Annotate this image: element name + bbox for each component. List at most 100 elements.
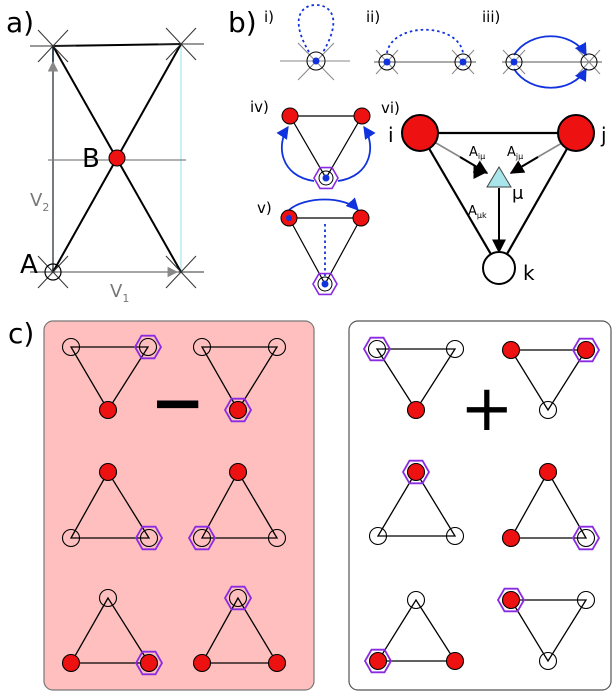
hexagon-marker bbox=[134, 525, 164, 551]
triangle-diagram bbox=[61, 588, 164, 676]
empty-site bbox=[538, 400, 558, 420]
site-a-circle bbox=[44, 263, 62, 281]
empty-site bbox=[61, 337, 81, 357]
minus-operator: − bbox=[150, 364, 205, 441]
label-iv: iv) bbox=[250, 98, 269, 116]
hexagon-marker bbox=[571, 337, 601, 363]
empty-site bbox=[267, 528, 287, 548]
hexagon-marker bbox=[187, 525, 217, 551]
empty-site bbox=[445, 339, 465, 359]
filled-site bbox=[538, 462, 558, 482]
hexagon-marker bbox=[223, 585, 253, 611]
label-vi: vi) bbox=[381, 99, 400, 117]
empty-site bbox=[192, 528, 212, 548]
hexagon-marker bbox=[313, 166, 339, 190]
triangle-bonds bbox=[376, 598, 457, 662]
label-a-j-mu: Ajμ bbox=[507, 145, 523, 161]
filled-site bbox=[406, 462, 426, 482]
triangle-bonds bbox=[509, 349, 588, 412]
subpanel-i: i) bbox=[264, 4, 350, 81]
label-node-i: i bbox=[388, 123, 394, 147]
hexagon-marker bbox=[362, 336, 392, 362]
subpanel-v: v) bbox=[257, 197, 370, 296]
site-b-node bbox=[108, 149, 126, 167]
filled-site bbox=[192, 653, 212, 673]
mu-triangle-node bbox=[486, 166, 512, 188]
panel-c: c) − + bbox=[8, 317, 612, 691]
triangle-diagrams bbox=[61, 334, 601, 676]
label-ii: ii) bbox=[366, 8, 380, 26]
triangle-diagram bbox=[362, 336, 465, 420]
empty-site bbox=[98, 588, 118, 608]
filled-site bbox=[139, 653, 159, 673]
hexagon-marker bbox=[496, 587, 526, 613]
triangle-bonds bbox=[69, 346, 150, 412]
empty-site bbox=[61, 528, 81, 548]
empty-site bbox=[138, 337, 158, 357]
hexagon-marker bbox=[134, 650, 164, 676]
triangle-diagram bbox=[61, 462, 164, 551]
triangle-bonds bbox=[69, 470, 151, 539]
filled-site bbox=[501, 590, 521, 610]
label-iii: iii) bbox=[482, 8, 500, 26]
triangle-bonds bbox=[200, 470, 279, 539]
label-i: i) bbox=[264, 8, 274, 26]
hexagon-marker bbox=[312, 272, 338, 296]
triangle-diagram bbox=[496, 587, 596, 671]
empty-site bbox=[367, 339, 387, 359]
empty-site bbox=[445, 526, 465, 546]
label-a-i-mu: Aiμ bbox=[469, 145, 485, 161]
triangle-bonds bbox=[375, 348, 457, 412]
dotted-arc bbox=[386, 28, 464, 54]
filled-site bbox=[406, 400, 426, 420]
triangle-bonds bbox=[200, 346, 279, 412]
triangle-bonds bbox=[509, 470, 588, 539]
triangle-bonds bbox=[376, 470, 457, 537]
panel-label-b: b) bbox=[228, 6, 257, 39]
empty-site bbox=[576, 528, 596, 548]
label-b: B bbox=[82, 144, 100, 174]
triangle-diagram bbox=[501, 337, 601, 420]
hexagon-marker bbox=[363, 648, 393, 674]
dotted-loop bbox=[297, 4, 335, 53]
empty-site bbox=[576, 590, 596, 610]
filled-site bbox=[98, 400, 118, 420]
filled-site bbox=[501, 340, 521, 360]
empty-site bbox=[192, 337, 212, 357]
plus-operator: + bbox=[460, 372, 514, 446]
label-v: v) bbox=[257, 199, 272, 217]
corner-crosses bbox=[30, 27, 204, 289]
filled-site bbox=[445, 651, 465, 671]
hexagon-marker bbox=[133, 334, 163, 360]
site-circle bbox=[306, 51, 326, 71]
label-mu: μ bbox=[512, 183, 524, 204]
panel-label-c: c) bbox=[8, 317, 34, 350]
triangle-diagram bbox=[363, 590, 465, 674]
subpanel-iii: iii) bbox=[482, 8, 602, 89]
empty-site bbox=[368, 526, 388, 546]
empty-site bbox=[228, 588, 248, 608]
triangle-diagram bbox=[187, 462, 287, 551]
filled-site bbox=[368, 651, 388, 671]
subpanel-ii: ii) bbox=[366, 8, 476, 75]
triangle-diagram bbox=[192, 585, 287, 673]
blue-arc-upper bbox=[513, 35, 587, 57]
label-node-j: j bbox=[600, 123, 607, 147]
filled-site bbox=[501, 528, 521, 548]
triangle-bonds bbox=[200, 596, 279, 664]
empty-site bbox=[267, 337, 287, 357]
blue-arc-lower bbox=[513, 67, 587, 89]
filled-site bbox=[576, 340, 596, 360]
label-node-k: k bbox=[523, 261, 535, 285]
node-j bbox=[557, 114, 595, 152]
empty-site bbox=[406, 590, 426, 610]
empty-site bbox=[139, 528, 159, 548]
hexagon-marker bbox=[223, 397, 253, 423]
label-a: A bbox=[20, 250, 38, 280]
label-a-mu-k: Aμk bbox=[468, 204, 487, 220]
filled-site bbox=[61, 653, 81, 673]
triangle-diagram bbox=[368, 459, 465, 546]
hexagon-marker bbox=[401, 459, 431, 485]
triangle-diagram bbox=[61, 334, 163, 420]
